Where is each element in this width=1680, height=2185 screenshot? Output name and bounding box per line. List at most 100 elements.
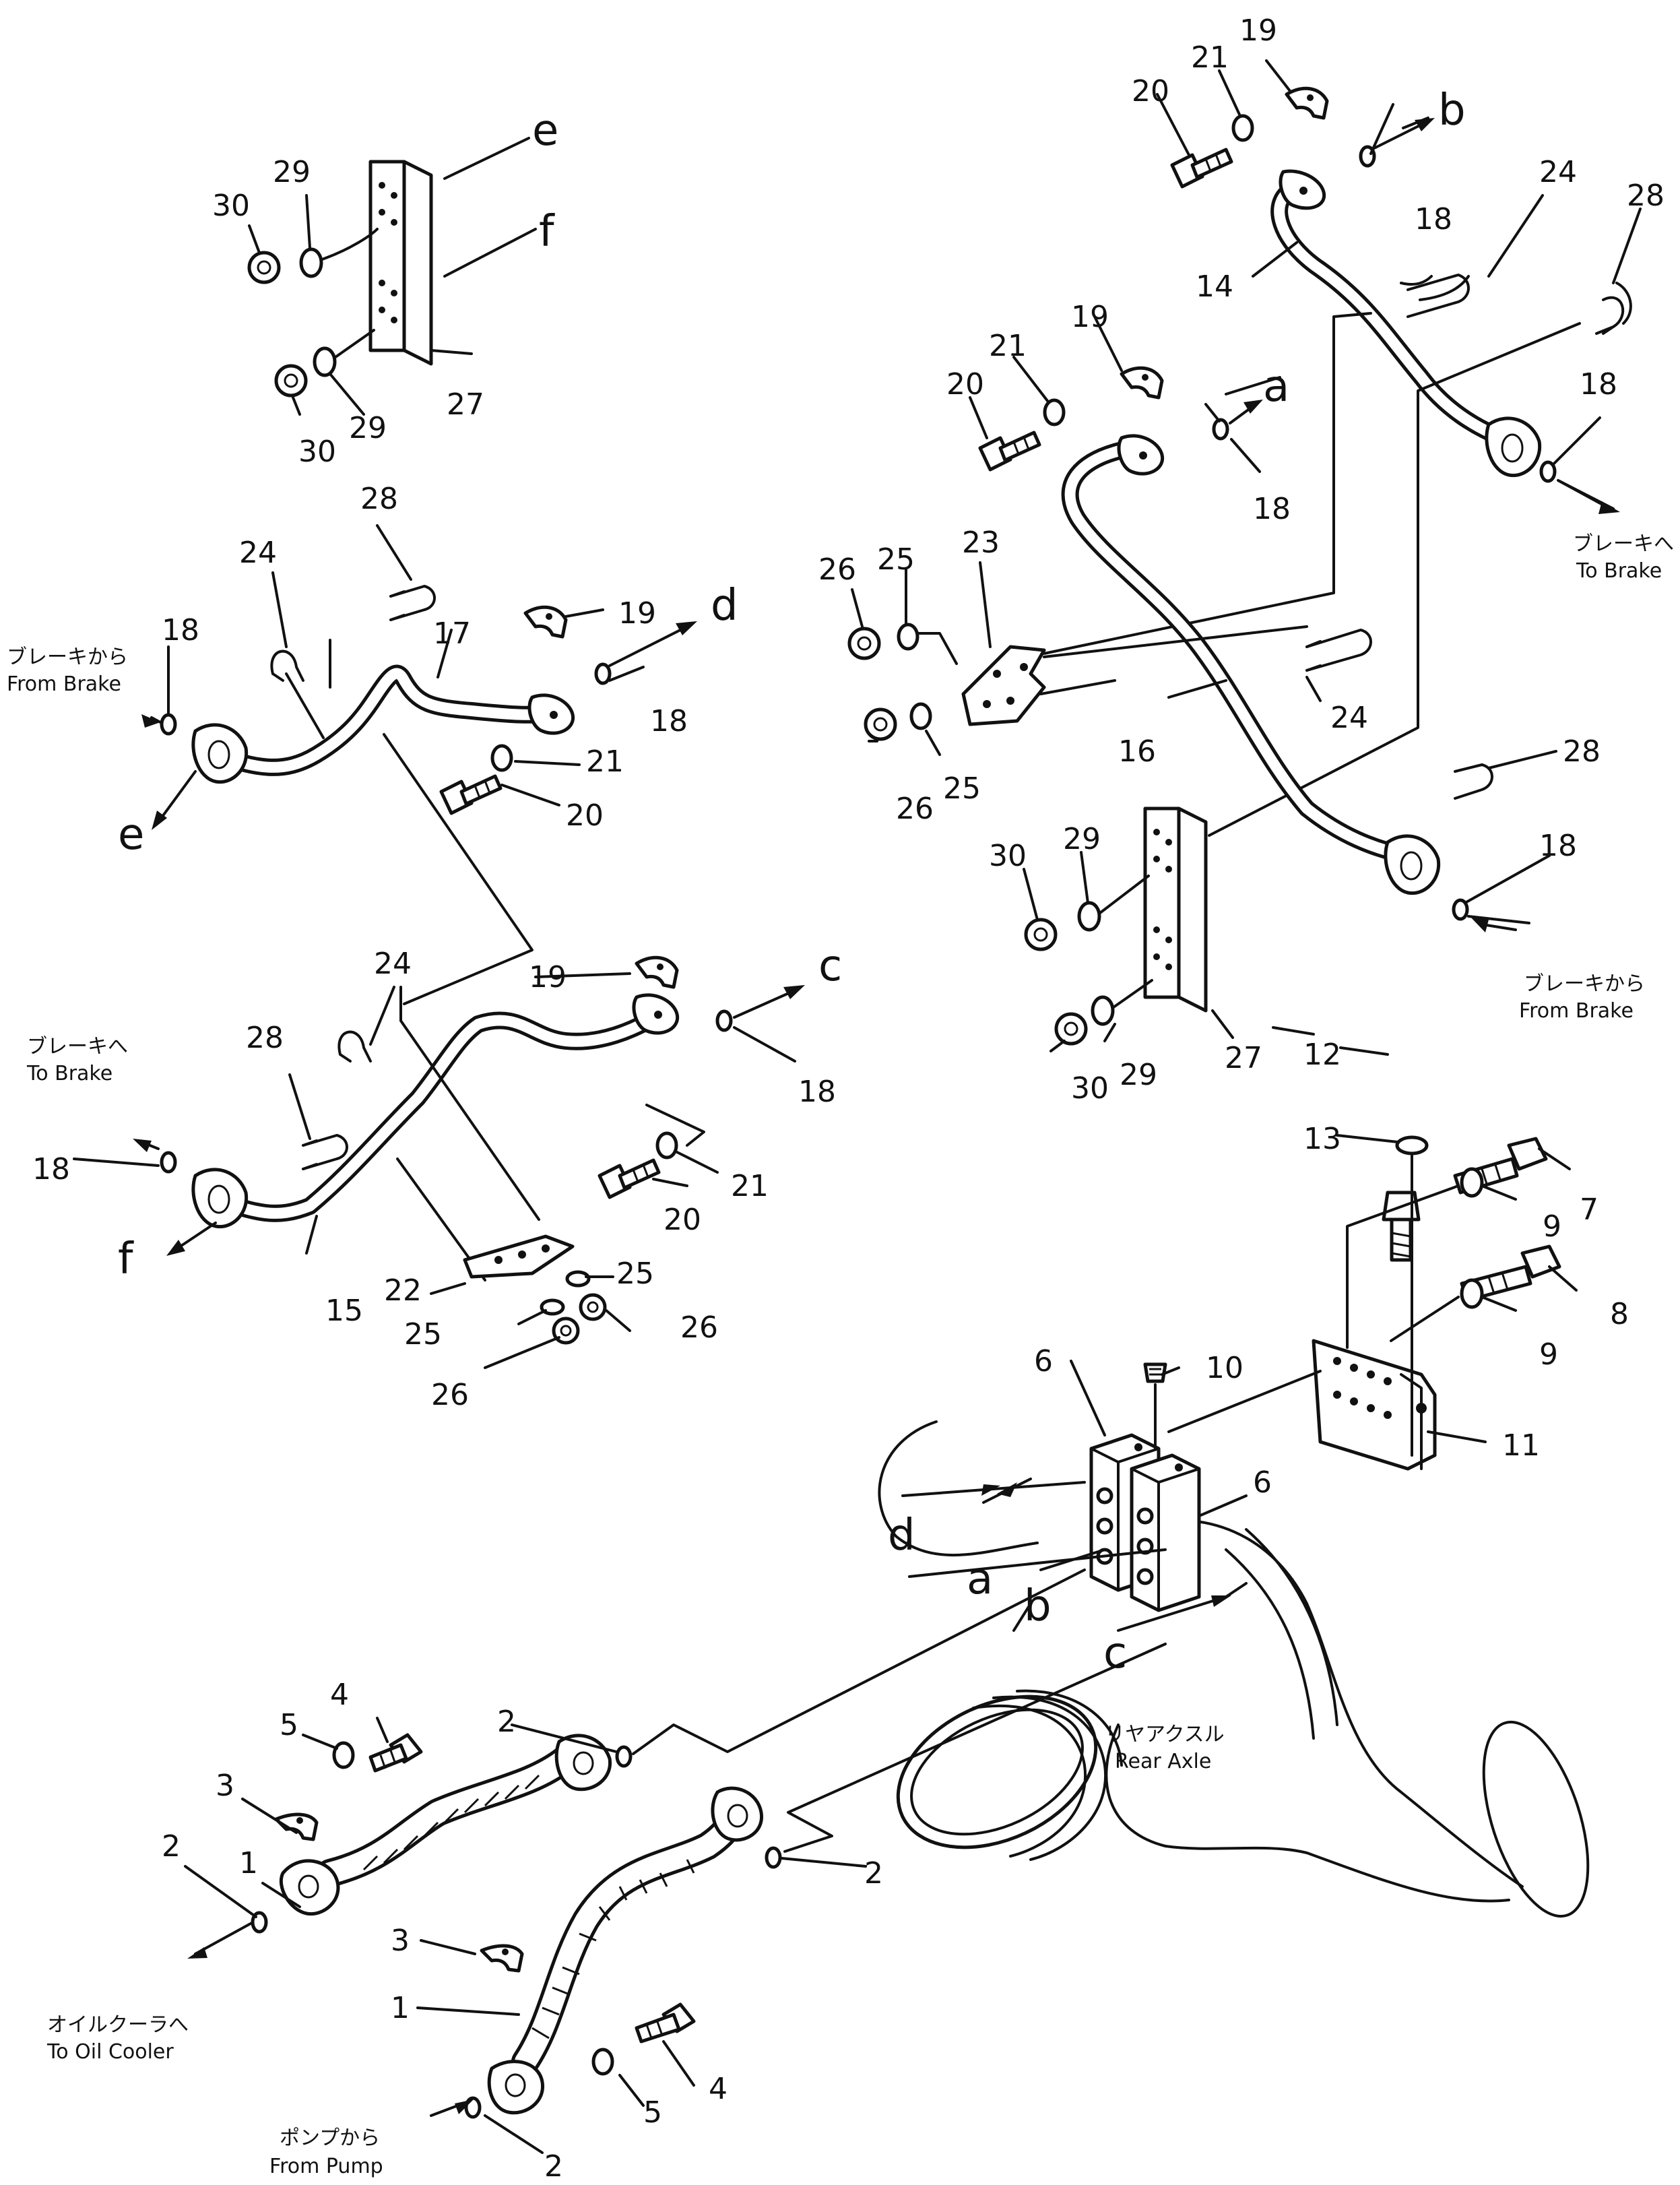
label-19-b: 19	[1239, 13, 1277, 48]
clamp-19-c	[635, 955, 679, 989]
connection-arrows	[133, 118, 1620, 2117]
label-18-tb-left: 18	[32, 1152, 70, 1186]
to-brake-en-left: To Brake	[26, 1062, 112, 1085]
label-29-c: 29	[1063, 822, 1101, 856]
label-29-a: 29	[273, 155, 311, 189]
label-16: 16	[1118, 734, 1156, 769]
label-8: 8	[1610, 1297, 1629, 1331]
from-brake-jp-left: ブレーキから	[7, 645, 128, 669]
label-21-a: 21	[989, 329, 1027, 363]
washer-29-c	[1077, 901, 1101, 932]
label-5-lower: 5	[643, 2095, 662, 2130]
label-5-upper: 5	[280, 1708, 298, 1742]
clamp-19-b	[1285, 86, 1329, 120]
label-30-d: 30	[1071, 1071, 1109, 1106]
nut-30-d	[1054, 1012, 1088, 1046]
label-1-upper: 1	[239, 1846, 258, 1880]
u-bolt-24-left-lower	[337, 1030, 372, 1063]
nut-26-b	[864, 707, 897, 741]
washer-5-upper	[332, 1741, 355, 1769]
oring-18-a	[1212, 418, 1229, 441]
clamp-19-a	[1120, 366, 1164, 400]
clamp-3-lower	[480, 1944, 524, 1973]
washer-21-a	[1043, 398, 1066, 426]
bolt-4-upper	[368, 1733, 423, 1773]
label-2-upper: 2	[497, 1705, 516, 1739]
label-25-b: 25	[943, 771, 981, 806]
washer-9-lower	[1460, 1278, 1484, 1309]
clamp-3-upper	[274, 1812, 319, 1841]
label-3-upper: 3	[216, 1769, 234, 1803]
label-26-a: 26	[818, 552, 856, 587]
label-20-b: 20	[1132, 74, 1169, 108]
label-24-left-upper: 24	[239, 536, 277, 570]
washer-25-b	[909, 702, 932, 730]
nut-26-c	[579, 1293, 607, 1321]
plate-23	[961, 645, 1046, 726]
leader-hose-to-block-a	[632, 1569, 1086, 1755]
label-20-c: 20	[664, 1203, 701, 1237]
letter-f-top: f	[539, 207, 555, 257]
letter-e-left: e	[118, 810, 144, 860]
label-22: 22	[384, 1273, 422, 1308]
letter-c-top: c	[818, 941, 842, 991]
label-11: 11	[1502, 1428, 1540, 1463]
pipe-15	[191, 993, 680, 1229]
oring-18-fb-left	[160, 713, 177, 736]
label-29-d: 29	[1120, 1058, 1157, 1092]
letter-b-top: b	[1438, 86, 1466, 135]
label-4-lower: 4	[709, 2072, 728, 2106]
oring-18-cr	[1452, 898, 1469, 921]
label-30-a: 30	[212, 189, 250, 223]
label-27-center: 27	[1225, 1041, 1262, 1075]
bracket-11	[1312, 1339, 1437, 1471]
label-18-tr: 18	[1580, 367, 1617, 402]
connection-letter-labels: b a e f d c e f d a b c	[118, 86, 1466, 1678]
label-30-c: 30	[989, 839, 1027, 873]
washer-29-d	[1091, 995, 1115, 1026]
bolt-4-lower	[635, 2002, 696, 2044]
label-28-left-upper: 28	[360, 482, 398, 516]
label-10: 10	[1206, 1351, 1243, 1385]
direction-notes: ブレーキへ To Brake ブレーキから From Brake ブレーキから …	[7, 532, 1674, 2178]
pipe-17	[191, 664, 575, 784]
oring-2-upper	[615, 1745, 633, 1768]
leader-28-to-plate	[1208, 322, 1581, 837]
label-2-lower-right: 2	[864, 1856, 883, 1891]
clamp-19-d	[523, 605, 568, 639]
label-28-center: 28	[1563, 734, 1601, 769]
pipe-14	[1270, 169, 1542, 478]
letter-d-axle: d	[888, 1511, 915, 1560]
plate-27-center	[1143, 806, 1208, 1013]
washer-25-a	[897, 623, 919, 651]
oring-18-c	[715, 1009, 733, 1032]
to-oil-cooler-en: To Oil Cooler	[46, 2040, 174, 2064]
rear-axle-jp-label: リヤアクスル	[1105, 1723, 1225, 1746]
nut-30-a	[247, 251, 281, 284]
washer-21-d	[490, 744, 513, 772]
washer-29-b	[313, 346, 337, 377]
u-bolt-24-left-upper	[270, 650, 304, 682]
leader-lines	[73, 59, 1642, 2154]
label-2-bottom: 2	[544, 2149, 563, 2184]
bolt-20-c	[597, 1158, 661, 1199]
label-21-d: 21	[586, 745, 624, 779]
label-21-c: 21	[731, 1169, 769, 1203]
from-brake-jp-center-right: ブレーキから	[1524, 972, 1645, 996]
bolt-20-a	[978, 431, 1041, 472]
label-18-fb-left: 18	[162, 613, 199, 647]
label-21-b: 21	[1191, 40, 1229, 75]
nut-30-c	[1024, 918, 1058, 951]
hose-1-lower	[487, 1786, 763, 2115]
bolt-20-d	[439, 774, 503, 815]
plate-27-top-left	[368, 160, 433, 366]
label-30-b: 30	[298, 435, 336, 469]
letter-b-axle: b	[1024, 1581, 1052, 1631]
label-26-d: 26	[431, 1378, 469, 1412]
washer-9-upper	[1460, 1167, 1484, 1198]
u-bolt-24-center	[1305, 629, 1372, 672]
from-pump-jp: ポンプから	[280, 2126, 380, 2150]
to-brake-jp-left: ブレーキへ	[27, 1035, 128, 1058]
leader-28-to-plate-left	[383, 733, 534, 1005]
oring-18-tr	[1539, 460, 1557, 483]
